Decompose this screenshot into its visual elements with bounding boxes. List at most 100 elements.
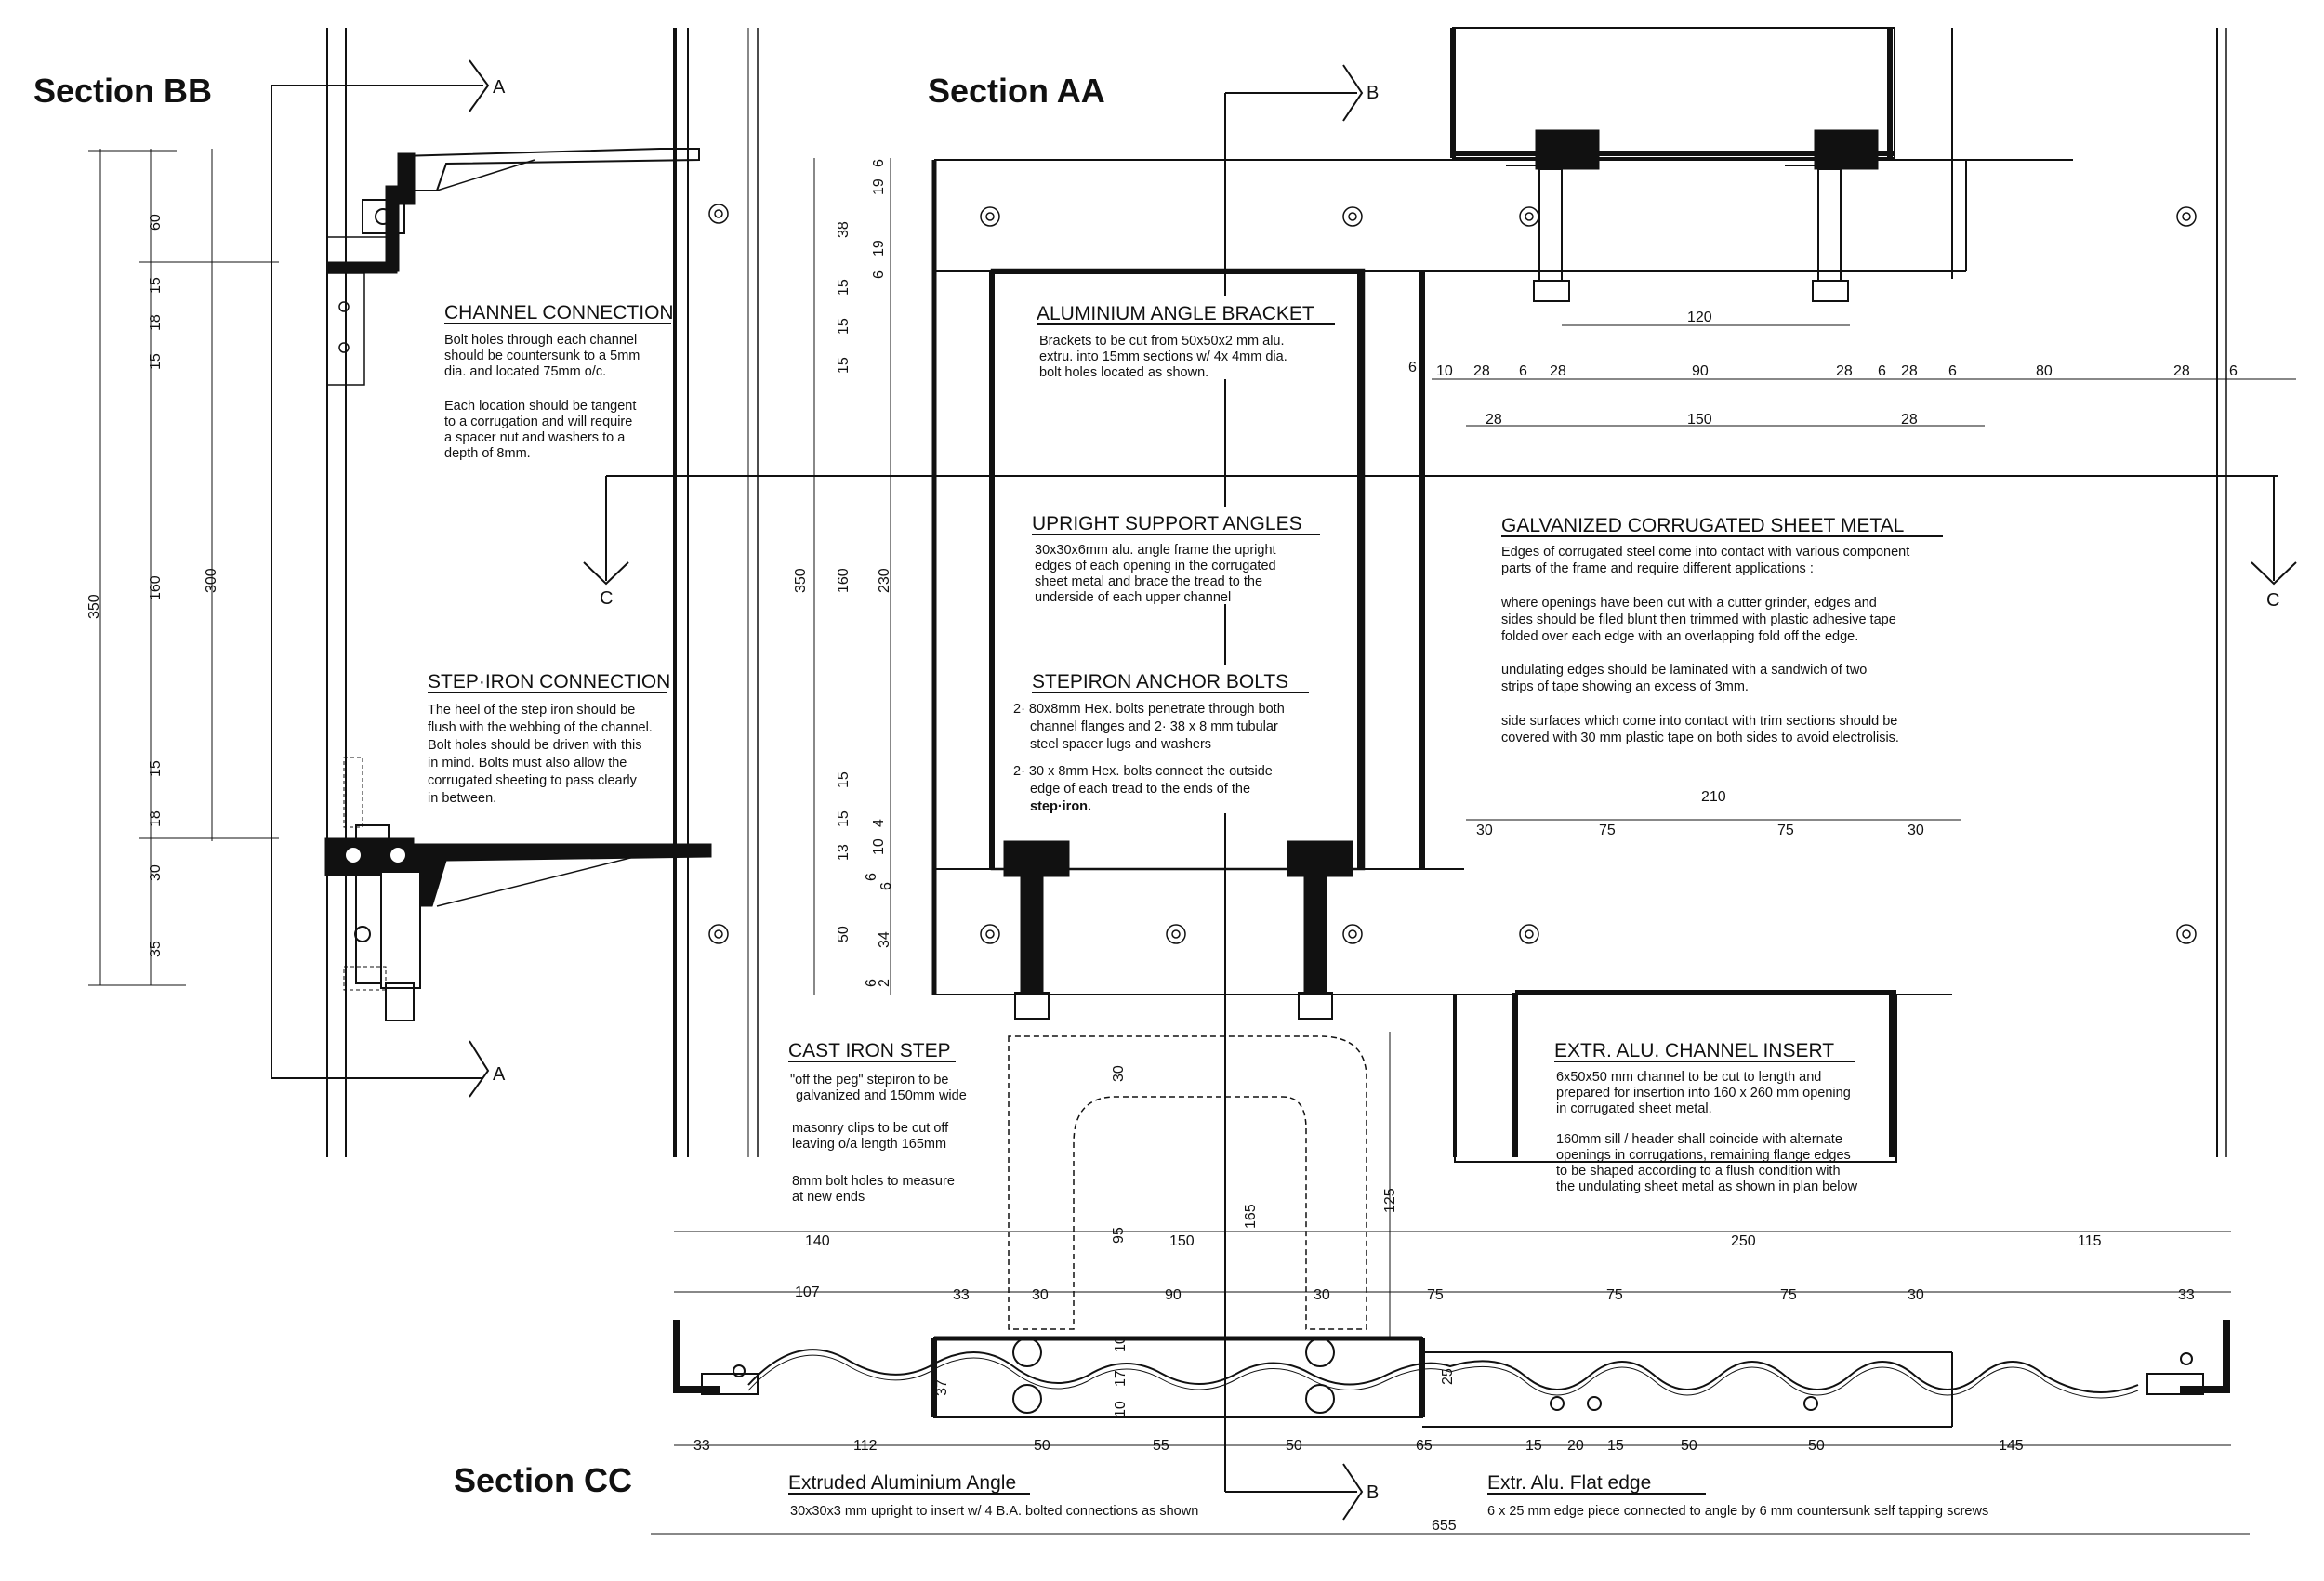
note-heading: CHANNEL CONNECTION — [444, 302, 674, 323]
cc-dim-30c: 30 — [1908, 1287, 1924, 1303]
aa-dim-30b: 30 — [1908, 823, 1924, 838]
cc-dim-75b: 75 — [1606, 1287, 1623, 1303]
cc-dim-107: 107 — [795, 1285, 820, 1300]
note-line: Each location should be tangent — [444, 399, 636, 414]
aa-dim-28a: 28 — [1486, 412, 1502, 428]
cut-tag-a-bottom: A — [493, 1064, 506, 1085]
aa-dim-28b: 28 — [1901, 412, 1918, 428]
cc-dim-b-50c: 50 — [1681, 1438, 1697, 1454]
aa-dim-150: 150 — [1687, 412, 1712, 428]
note-line: masonry clips to be cut off — [792, 1121, 949, 1136]
note-line: openings in corrugations, remaining flan… — [1556, 1148, 1851, 1163]
aa-dim-6c: 6 — [871, 159, 887, 167]
cc-dim-30a: 30 — [1032, 1287, 1049, 1303]
note-channel-insert: EXTR. ALU. CHANNEL INSERT 6x50x50 mm cha… — [1554, 1040, 1858, 1194]
aa-dim-75b: 75 — [1777, 823, 1794, 838]
note-line: dia. and located 75mm o/c. — [444, 364, 606, 379]
bb-dim-18b: 18 — [148, 810, 164, 827]
aa-dim-15d: 15 — [836, 771, 852, 788]
aa-dim-38: 38 — [836, 221, 852, 238]
note-line: folded over each edge with an overlappin… — [1501, 629, 1858, 644]
note-line: The heel of the step iron should be — [428, 703, 635, 718]
note-heading: Extruded Aluminium Angle — [788, 1472, 1016, 1494]
note-line: Edges of corrugated steel come into cont… — [1501, 545, 1909, 560]
aa-dimensions: 38 15 15 15 350 160 15 15 13 6 50 6 6 19… — [793, 159, 2238, 987]
bb-dim-15a: 15 — [148, 277, 164, 294]
aa-dim-34: 34 — [877, 931, 892, 948]
cc-dim-10a: 10 — [1113, 1336, 1129, 1352]
note-channel-connection: CHANNEL CONNECTION Bolt holes through ea… — [444, 302, 674, 461]
cc-dim-b-50b: 50 — [1286, 1438, 1302, 1454]
note-heading: Extr. Alu. Flat edge — [1487, 1472, 1651, 1494]
bb-dim-300: 300 — [204, 568, 219, 593]
cc-dim-30b: 30 — [1314, 1287, 1330, 1303]
bb-dim-15b: 15 — [148, 353, 164, 370]
cut-tag-b-bottom: B — [1367, 1482, 1379, 1503]
aa-dim-15c: 15 — [836, 357, 852, 374]
aa-dim-10: 10 — [871, 838, 887, 855]
note-line: edges of each opening in the corrugated — [1035, 559, 1276, 573]
section-bb-drawing — [88, 28, 2297, 1157]
cc-dim-90: 90 — [1165, 1287, 1182, 1303]
aa-dim-6d: 6 — [871, 270, 887, 279]
note-heading: EXTR. ALU. CHANNEL INSERT — [1554, 1040, 1834, 1061]
bb-dim-18a: 18 — [148, 314, 164, 331]
aa-dim-50: 50 — [836, 926, 852, 942]
note-line: 30x30x6mm alu. angle frame the upright — [1035, 543, 1276, 558]
bb-dim-15c: 15 — [148, 760, 164, 777]
note-line: sides should be filed blunt then trimmed… — [1501, 613, 1896, 627]
note-line: parts of the frame and require different… — [1501, 561, 1814, 576]
note-line: undulating edges should be laminated wit… — [1501, 663, 1867, 678]
note-heading: STEP·IRON CONNECTION — [428, 671, 670, 692]
note-flat-edge: Extr. Alu. Flat edge 6 x 25 mm edge piec… — [1487, 1472, 1988, 1519]
note-line: edge of each tread to the ends of the — [1030, 782, 1250, 797]
note-line: should be countersunk to a 5mm — [444, 349, 640, 363]
aa-dim-230: 230 — [877, 568, 892, 593]
aa-dim-15a: 15 — [836, 279, 852, 296]
step-dim-95: 95 — [1111, 1227, 1127, 1244]
note-heading: STEPIRON ANCHOR BOLTS — [1032, 671, 1288, 692]
cc-dim-b-50d: 50 — [1808, 1438, 1825, 1454]
aa-dim-row-1: 10 — [1436, 363, 1453, 379]
aa-dim-210: 210 — [1701, 789, 1726, 805]
note-line: Brackets to be cut from 50x50x2 mm alu. — [1039, 334, 1285, 349]
aa-dim-6a: 6 — [864, 873, 879, 881]
aa-dim-row-7: 6 — [1878, 363, 1886, 379]
note-upright-support-angles: UPRIGHT SUPPORT ANGLES 30x30x6mm alu. an… — [1027, 507, 1343, 605]
aa-dim-2: 2 — [877, 979, 892, 987]
note-line: corrugated sheeting to pass clearly — [428, 773, 638, 788]
aa-dim-19a: 19 — [871, 178, 887, 195]
note-aluminium-angle-bracket: ALUMINIUM ANGLE BRACKET Brackets to be c… — [1027, 296, 1343, 380]
aa-dim-row-10: 80 — [2036, 363, 2053, 379]
note-line: galvanized and 150mm wide — [796, 1088, 967, 1103]
note-line: to be shaped according to a flush condit… — [1556, 1164, 1841, 1179]
cc-dim-b-55: 55 — [1153, 1438, 1169, 1454]
cc-dim-25: 25 — [1440, 1368, 1456, 1385]
note-line: 6 x 25 mm edge piece connected to angle … — [1487, 1504, 1988, 1519]
note-line: 2· 80x8mm Hex. bolts penetrate through b… — [1013, 702, 1285, 717]
note-line: at new ends — [792, 1190, 865, 1205]
step-dim-125: 125 — [1382, 1188, 1398, 1213]
note-heading: CAST IRON STEP — [788, 1040, 951, 1061]
note-line: extru. into 15mm sections w/ 4x 4mm dia. — [1039, 349, 1287, 364]
note-line: "off the peg" stepiron to be — [790, 1073, 948, 1087]
cc-dim-b-33: 33 — [693, 1438, 710, 1454]
aa-dim-row-4: 28 — [1550, 363, 1566, 379]
note-line: prepared for insertion into 160 x 260 mm… — [1556, 1086, 1851, 1100]
cc-dim-115: 115 — [2078, 1233, 2102, 1249]
note-line: 6x50x50 mm channel to be cut to length a… — [1556, 1070, 1821, 1085]
cc-dim-b-15a: 15 — [1525, 1438, 1542, 1454]
note-line: in between. — [428, 791, 496, 806]
cut-tag-c-left: C — [600, 588, 613, 609]
bb-dim-60: 60 — [148, 214, 164, 231]
aa-dim-row-5: 90 — [1692, 363, 1709, 379]
note-line: covered with 30 mm plastic tape on both … — [1501, 731, 1899, 745]
aa-dim-4: 4 — [871, 819, 887, 827]
note-line: underside of each upper channel — [1035, 590, 1231, 605]
note-stepiron-anchor-bolts: STEPIRON ANCHOR BOLTS 2· 80x8mm Hex. bol… — [1009, 665, 1353, 814]
note-heading: GALVANIZED CORRUGATED SHEET METAL — [1501, 515, 1904, 536]
note-line: Bolt holes through each channel — [444, 333, 637, 348]
note-line: leaving o/a length 165mm — [792, 1137, 946, 1152]
cut-tag-b-top: B — [1367, 83, 1379, 103]
note-line: in corrugated sheet metal. — [1556, 1101, 1712, 1116]
